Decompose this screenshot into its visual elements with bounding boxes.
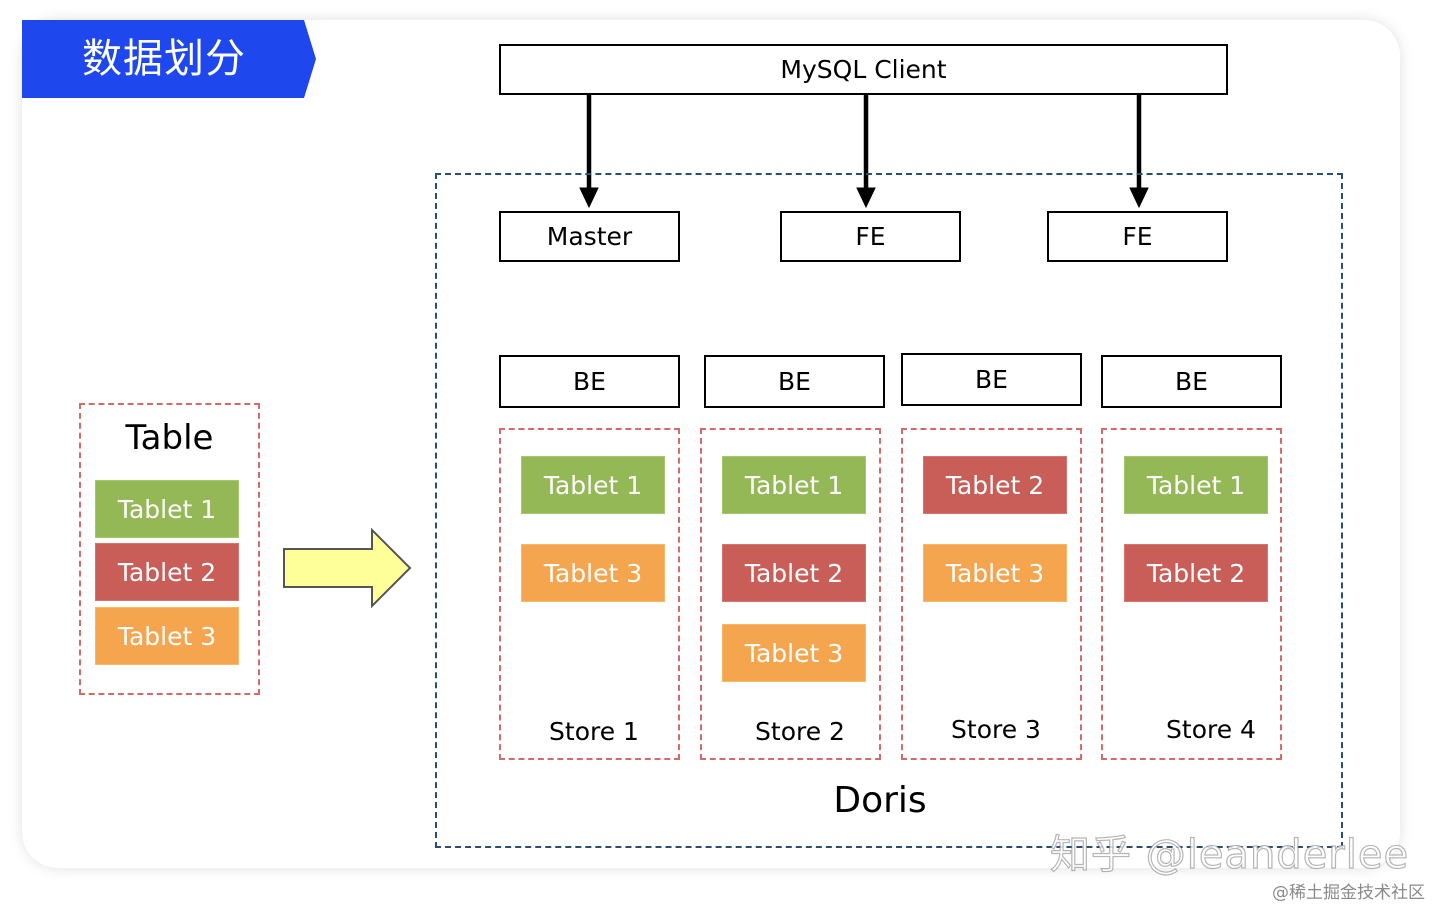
store-container-1: [499, 428, 680, 760]
be-box-3: BE: [901, 353, 1082, 406]
table-tablet-3: Tablet 3: [95, 607, 239, 665]
store-label-4: Store 4: [1166, 715, 1256, 744]
fe-master-box: Master: [499, 211, 680, 262]
watermark-text: 知乎 @leanderlee: [1049, 831, 1410, 878]
store4-tablet-a: Tablet 1: [1124, 456, 1268, 514]
store-container-3: [901, 428, 1082, 760]
store-container-2: [700, 428, 881, 760]
store2-tablet-a: Tablet 2: [722, 544, 866, 602]
store4-tablet-b: Tablet 2: [1124, 544, 1268, 602]
store-label-1: Store 1: [549, 717, 639, 746]
watermark-site-text: @稀土掘金技术社区: [1272, 883, 1425, 903]
fe-box-3: FE: [1047, 211, 1228, 262]
store1-tablet-a: Tablet 1: [521, 456, 665, 514]
mysql-client-box: MySQL Client: [499, 44, 1228, 95]
doris-label: Doris: [833, 780, 927, 821]
store3-tablet-a: Tablet 2: [923, 456, 1067, 514]
store-label-2: Store 2: [755, 717, 845, 746]
fe-box-2: FE: [780, 211, 961, 262]
doris-cluster: [435, 173, 1343, 848]
page-title: 数据划分: [82, 36, 246, 82]
store2-tablet-c: Tablet 3: [722, 624, 866, 682]
be-box-1: BE: [499, 355, 680, 408]
be-box-4: BE: [1101, 355, 1282, 408]
store-label-3: Store 3: [951, 715, 1041, 744]
store1-tablet-b: Tablet 3: [521, 544, 665, 602]
table-container: [79, 403, 260, 695]
store3-tablet-b: Tablet 3: [923, 544, 1067, 602]
be-box-2: BE: [704, 355, 885, 408]
store2-tablet-b: Tablet 1: [722, 456, 866, 514]
table-tablet-1: Tablet 1: [95, 480, 239, 538]
table-label: Table: [125, 418, 214, 458]
table-tablet-2: Tablet 2: [95, 543, 239, 601]
diagram-card: [22, 20, 1400, 868]
title-banner: [22, 20, 316, 98]
store-container-4: [1101, 428, 1282, 760]
partition-arrow: [283, 527, 412, 609]
